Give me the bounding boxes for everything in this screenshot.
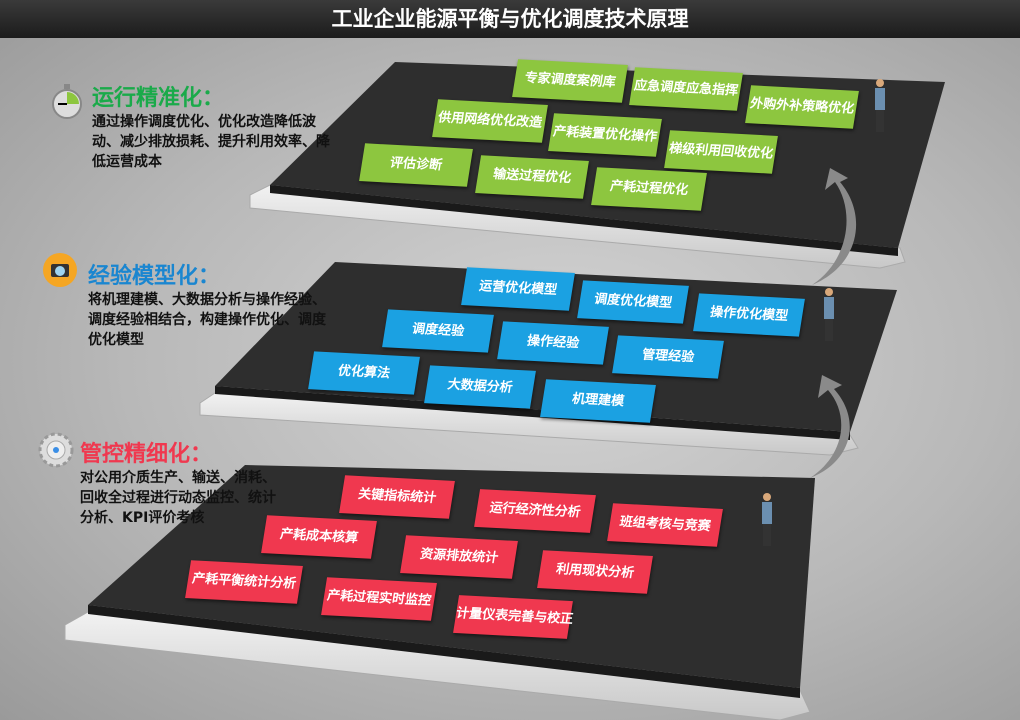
- tag-top: 输送过程优化: [475, 155, 589, 199]
- tag-bottom: 关键指标统计: [339, 475, 455, 519]
- tag-top: 评估诊断: [359, 143, 473, 187]
- tag-middle: 优化算法: [308, 351, 420, 395]
- tag-bottom: 班组考核与竞赛: [607, 503, 723, 547]
- tag-top: 供用网络优化改造: [432, 99, 548, 143]
- tag-middle: 管理经验: [612, 335, 724, 379]
- tag-middle: 机理建模: [540, 379, 656, 423]
- camera-icon: [43, 253, 77, 287]
- tag-bottom: 资源排放统计: [400, 535, 518, 579]
- section-description: 将机理建模、大数据分析与操作经验、调度经验相结合，构建操作优化、调度优化模型: [88, 292, 326, 348]
- tag-top: 梯级利用回收优化: [664, 130, 778, 174]
- tag-middle: 调度经验: [382, 309, 494, 353]
- section-fine-control: 管控精细化： 对公用介质生产、输送、消耗、回收全过程进行动态监控、统计分析、KP…: [80, 436, 280, 528]
- page-title: 工业企业能源平衡与优化调度技术原理: [0, 0, 1020, 38]
- tag-top: 应急调度应急指挥: [629, 67, 743, 111]
- person-icon: [762, 493, 772, 546]
- section-heading: 运行精准化：: [92, 86, 225, 111]
- tag-top: 专家调度案例库: [512, 59, 628, 103]
- tag-bottom: 产耗平衡统计分析: [185, 560, 303, 604]
- section-heading: 管控精细化：: [80, 442, 213, 467]
- curved-arrow-icon: [812, 168, 857, 285]
- tag-bottom: 产耗过程实时监控: [321, 577, 437, 621]
- tag-bottom: 计量仪表完善与校正: [453, 595, 574, 639]
- person-icon: [824, 288, 834, 341]
- tag-middle: 调度优化模型: [577, 280, 689, 324]
- tag-bottom: 产耗成本核算: [261, 515, 377, 559]
- tag-middle: 大数据分析: [424, 365, 536, 409]
- person-icon: [875, 79, 885, 132]
- gear-icon: [38, 432, 74, 468]
- section-operation-precision: 运行精准化： 通过操作调度优化、优化改造降低波动、减少排放损耗、提升利用效率、降…: [92, 80, 332, 172]
- tag-middle: 操作经验: [497, 321, 609, 365]
- tag-top: 产耗过程优化: [591, 167, 707, 211]
- tag-top: 产耗装置优化操作: [548, 113, 662, 157]
- curved-arrow-icon: [810, 375, 850, 478]
- tag-middle: 运营优化模型: [461, 267, 575, 311]
- section-heading: 经验模型化：: [88, 264, 221, 289]
- section-description: 通过操作调度优化、优化改造降低波动、减少排放损耗、提升利用效率、降低运营成本: [92, 114, 330, 170]
- section-experience-modeling: 经验模型化： 将机理建模、大数据分析与操作经验、调度经验相结合，构建操作优化、调…: [88, 258, 328, 350]
- tag-top: 外购外补策略优化: [745, 85, 859, 129]
- stopwatch-icon: [52, 84, 82, 119]
- tag-bottom: 利用现状分析: [537, 550, 653, 594]
- tag-middle: 操作优化模型: [693, 293, 805, 337]
- section-description: 对公用介质生产、输送、消耗、回收全过程进行动态监控、统计分析、KPI评价考核: [80, 470, 276, 526]
- tag-bottom: 运行经济性分析: [474, 489, 596, 533]
